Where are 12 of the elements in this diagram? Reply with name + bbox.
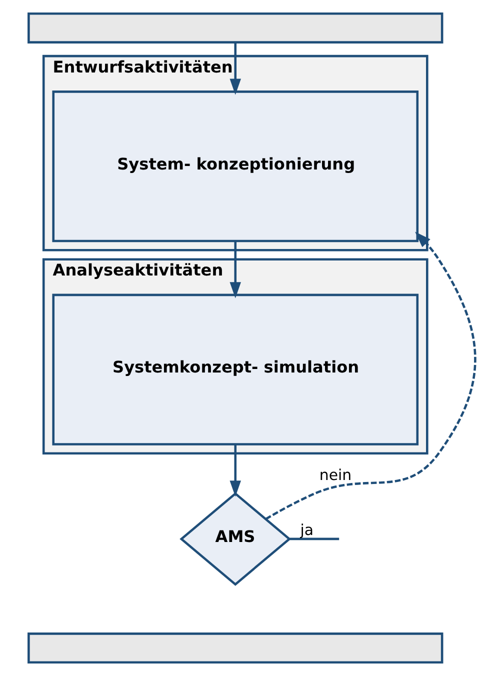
- node-box: System- konzeptionierung: [52, 90, 419, 242]
- node-bar: [28, 12, 444, 43]
- node-diamond: AMS: [180, 492, 292, 586]
- arrow: [230, 444, 242, 496]
- node-bar: [28, 632, 444, 664]
- arrow: [230, 42, 242, 94]
- arrow: [265, 231, 476, 520]
- node-box: Systemkonzept- simulation: [52, 293, 419, 445]
- edge-label: ja: [300, 520, 314, 538]
- arrow: [230, 240, 242, 298]
- edge-label: nein: [319, 465, 352, 484]
- connector: [290, 537, 340, 540]
